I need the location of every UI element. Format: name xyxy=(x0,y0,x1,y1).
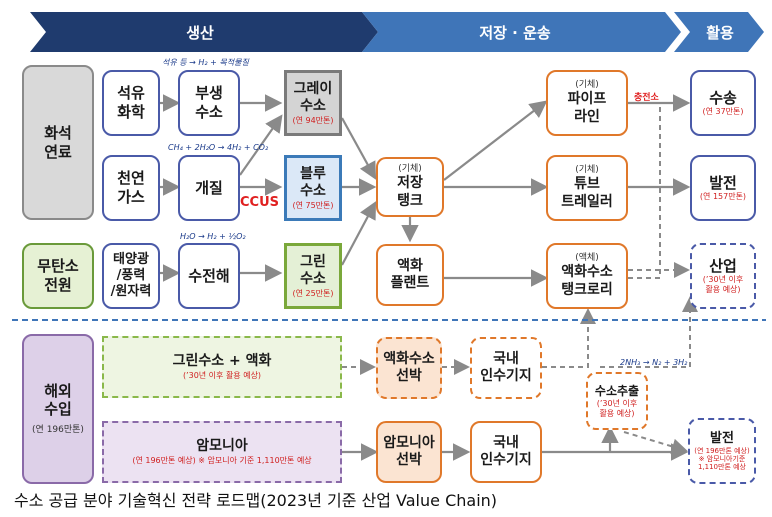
stage-banner-production xyxy=(30,12,378,52)
use-power: 발전 (연 157만톤) xyxy=(690,155,756,221)
lh2-ship-label: 액화수소 선박 xyxy=(383,350,435,385)
transport-tube-label: 튜브 트레일러 xyxy=(561,176,613,210)
process-byproduct: 부생 수소 xyxy=(178,70,240,136)
storage-tank-tag: (기체) xyxy=(398,163,422,174)
hydrogen-extraction: 수소추출 (’30년 이후 활용 예상) xyxy=(586,372,648,430)
domestic-terminal-2: 국내 인수기지 xyxy=(470,421,542,483)
use-mobility-label: 수송 xyxy=(709,88,737,107)
feedstock-natgas-label: 천연 가스 xyxy=(117,169,145,206)
hydrogen-gray-label: 그레이 수소 xyxy=(293,80,333,115)
process-reforming-label: 개질 xyxy=(195,178,223,197)
hydrogen-blue-label: 블루 수소 xyxy=(300,165,326,200)
feedstock-petro-label: 석유 화학 xyxy=(117,84,145,121)
transport-lorry-label: 액화수소 탱크로리 xyxy=(561,264,613,298)
process-electrolysis: 수전해 xyxy=(178,243,240,309)
hydrogen-extraction-note: (’30년 이후 활용 예상) xyxy=(596,398,638,418)
hydrogen-blue-note: (연 75만톤) xyxy=(292,200,334,210)
use-power-label: 발전 xyxy=(709,173,737,192)
use-industry: 산업 (’30년 이후 활용 예상) xyxy=(690,243,756,309)
transport-pipeline-tag: (기체) xyxy=(575,79,599,90)
feedstock-natgas: 천연 가스 xyxy=(102,155,160,221)
formula-gas: CH₄ + 2H₂O → 4H₂ + CO₂ xyxy=(168,143,269,152)
use-mobility: 수송 (연 37만톤) xyxy=(690,70,756,136)
use-mobility-note: (연 37만톤) xyxy=(702,107,744,117)
formula-ammonia: 2NH₃ → N₂ + 3H₂ xyxy=(620,358,688,367)
figure-caption: 수소 공급 분야 기술혁신 전략 로드맵(2023년 기준 산업 Value C… xyxy=(14,491,498,510)
use-industry-note: (’30년 이후 활용 예상) xyxy=(702,275,744,295)
import-use-power-note: (연 196만톤 예상) ※ 암모니아기준 1,110만톤 예상 xyxy=(694,447,750,472)
storage-tank-label: 저장 탱크 xyxy=(397,175,423,209)
liquefaction-plant: 액화 플랜트 xyxy=(376,244,444,306)
stage-label-use: 활용 xyxy=(706,24,734,42)
domestic-terminal-2-label: 국내 인수기지 xyxy=(480,434,532,469)
feedstock-renew: 태양광 /풍력 /원자력 xyxy=(102,243,160,309)
process-reforming: 개질 xyxy=(178,155,240,221)
source-fossil: 화석 연료 xyxy=(22,65,94,220)
source-carbon-free-label: 무탄소 전원 xyxy=(37,257,79,294)
import-ammonia: 암모니아 (연 196만톤 예상) ※ 암모니아 기준 1,110만톤 예상 xyxy=(102,421,342,483)
transport-tube-tag: (기체) xyxy=(575,164,599,175)
feedstock-petro: 석유 화학 xyxy=(102,70,160,136)
process-byproduct-label: 부생 수소 xyxy=(195,84,223,121)
import-green-lh2-note: (’30년 이후 활용 예상) xyxy=(182,370,262,380)
import-ammonia-note-1: (연 196만톤 예상) xyxy=(132,455,196,465)
lh2-ship: 액화수소 선박 xyxy=(376,337,442,399)
source-fossil-label: 화석 연료 xyxy=(44,123,72,161)
hydrogen-green-note: (연 25만톤) xyxy=(292,288,334,298)
hydrogen-extraction-label: 수소추출 xyxy=(594,383,640,398)
import-ammonia-note-2: ※ 암모니아 기준 1,110만톤 예상 xyxy=(198,455,312,465)
use-power-note: (연 157만톤) xyxy=(699,192,747,202)
formula-water: H₂O → H₂ + ½O₂ xyxy=(180,232,246,241)
process-electrolysis-label: 수전해 xyxy=(188,266,230,285)
transport-lorry-tag: (액체) xyxy=(575,252,599,263)
stage-label-production: 생산 xyxy=(186,24,214,42)
transport-tube-trailer: (기체) 튜브 트레일러 xyxy=(546,155,628,221)
hydrogen-gray: 그레이 수소 (연 94만톤) xyxy=(284,70,342,136)
feedstock-renew-label: 태양광 /풍력 /원자력 xyxy=(110,251,152,300)
hydrogen-blue: 블루 수소 (연 75만톤) xyxy=(284,155,342,221)
stage-banner-storage xyxy=(362,12,681,52)
source-import-note: (연 196만톤) xyxy=(32,425,84,436)
ammonia-ship-label: 암모니아 선박 xyxy=(383,434,435,469)
domestic-terminal-1: 국내 인수기지 xyxy=(470,337,542,399)
import-green-lh2: 그린수소 + 액화 (’30년 이후 활용 예상) xyxy=(102,336,342,398)
ccus-label: CCUS xyxy=(240,195,279,210)
import-green-lh2-label: 그린수소 + 액화 xyxy=(172,353,272,370)
source-import-label: 해외 수입 xyxy=(44,381,72,419)
liquefaction-plant-label: 액화 플랜트 xyxy=(390,257,430,292)
hydrogen-green: 그린 수소 (연 25만톤) xyxy=(284,243,342,309)
import-ammonia-note: (연 196만톤 예상) ※ 암모니아 기준 1,110만톤 예상 xyxy=(132,456,311,466)
source-import: 해외 수입 (연 196만톤) xyxy=(22,334,94,484)
import-use-power: 발전 (연 196만톤 예상) ※ 암모니아기준 1,110만톤 예상 xyxy=(688,418,756,484)
charging-station-label: 충전소 xyxy=(634,93,659,103)
import-use-power-label: 발전 xyxy=(710,430,734,446)
transport-lh2-lorry: (액체) 액화수소 탱크로리 xyxy=(546,243,628,309)
storage-tank: (기체) 저장 탱크 xyxy=(376,157,444,217)
ammonia-ship: 암모니아 선박 xyxy=(376,421,442,483)
hydrogen-gray-note: (연 94만톤) xyxy=(292,115,334,125)
stage-label-storage: 저장 · 운송 xyxy=(479,24,551,42)
use-industry-label: 산업 xyxy=(709,256,737,275)
domestic-terminal-1-label: 국내 인수기지 xyxy=(480,350,532,385)
stage-banner-use xyxy=(674,12,764,52)
transport-pipeline-label: 파이프 라인 xyxy=(567,91,607,125)
transport-pipeline: (기체) 파이프 라인 xyxy=(546,70,628,136)
hydrogen-green-label: 그린 수소 xyxy=(300,253,326,288)
formula-petro: 석유 등 → H₂ + 목적물질 xyxy=(162,58,249,67)
import-ammonia-label: 암모니아 xyxy=(196,438,248,455)
source-carbon-free: 무탄소 전원 xyxy=(22,243,94,309)
